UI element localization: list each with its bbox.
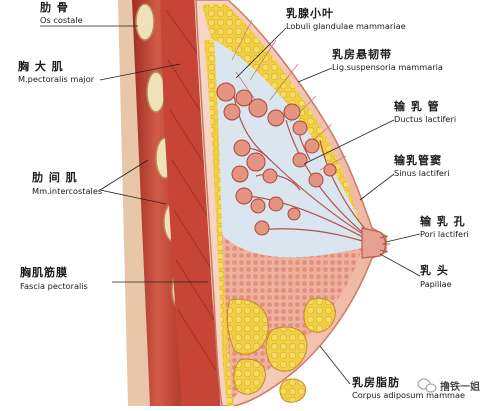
label-zh: 输 乳 管: [394, 99, 440, 113]
label-latin: Ductus lactiferi: [394, 114, 456, 124]
label-os-costale: 肋 骨 Os costale: [40, 0, 83, 25]
label-zh: 乳 头: [420, 263, 449, 277]
label-papillae: 乳 头 Papillae: [420, 263, 452, 289]
nipple: [361, 227, 386, 259]
label-latin: Fascia pectoralis: [20, 281, 88, 291]
label-corpus-adiposum: 乳房脂肪 Corpus adiposum mammae: [352, 375, 465, 400]
label-zh: 输乳管窦: [394, 153, 442, 167]
label-zh: 胸肌筋膜: [20, 265, 68, 279]
watermark: 撸铁一姐: [417, 378, 480, 393]
label-zh: 肋 骨: [40, 0, 69, 14]
label-latin: M.pectoralis major: [18, 74, 95, 84]
lower-fat-lobules: [226, 297, 336, 403]
pectoralis-major-muscle: [160, 0, 222, 406]
label-latin: Corpus adiposum mammae: [352, 390, 465, 400]
label-zh: 肋 间 肌: [32, 170, 78, 184]
label-sinus-lactiferi: 输乳管窦 Sinus lactiferi: [394, 153, 450, 178]
leader-lines: [40, 25, 421, 385]
label-zh: 输 乳 孔: [420, 214, 466, 228]
label-lig-suspensoria: 乳房悬韧带 Lig.suspensoria mammaria: [332, 47, 443, 72]
label-zh: 乳房悬韧带: [332, 47, 392, 61]
wechat-icon: [417, 378, 437, 393]
label-m-pectoralis-major: 胸 大 肌 M.pectoralis major: [18, 59, 95, 84]
watermark-text: 撸铁一姐: [440, 380, 480, 393]
label-latin: Lobuli glandulae mammariae: [286, 21, 406, 31]
label-latin: Sinus lactiferi: [394, 168, 450, 178]
label-latin: Mm.intercostales: [32, 186, 102, 196]
label-ductus-lactiferi: 输 乳 管 Ductus lactiferi: [394, 99, 456, 124]
label-zh: 乳腺小叶: [286, 6, 334, 20]
label-zh: 胸 大 肌: [18, 59, 64, 73]
label-latin: Lig.suspensoria mammaria: [332, 62, 443, 72]
label-lobuli-glandulae: 乳腺小叶 Lobuli glandulae mammariae: [286, 6, 406, 31]
nipple-pores: [379, 235, 390, 253]
label-latin: Papillae: [420, 279, 452, 289]
label-latin: Os costale: [40, 15, 83, 25]
label-pori-lactiferi: 输 乳 孔 Pori lactiferi: [420, 214, 469, 239]
intercostal-muscle-layer: [132, 0, 182, 406]
gland-lobules: [216, 82, 337, 236]
lower-glandular-tissue: [222, 235, 362, 400]
label-latin: Pori lactiferi: [420, 229, 469, 239]
label-zh: 乳房脂肪: [352, 375, 400, 389]
muscle-fibers: [165, 9, 217, 371]
label-mm-intercostales: 肋 间 肌 Mm.intercostales: [32, 170, 102, 196]
label-fascia-pectoralis: 胸肌筋膜 Fascia pectoralis: [20, 265, 88, 291]
